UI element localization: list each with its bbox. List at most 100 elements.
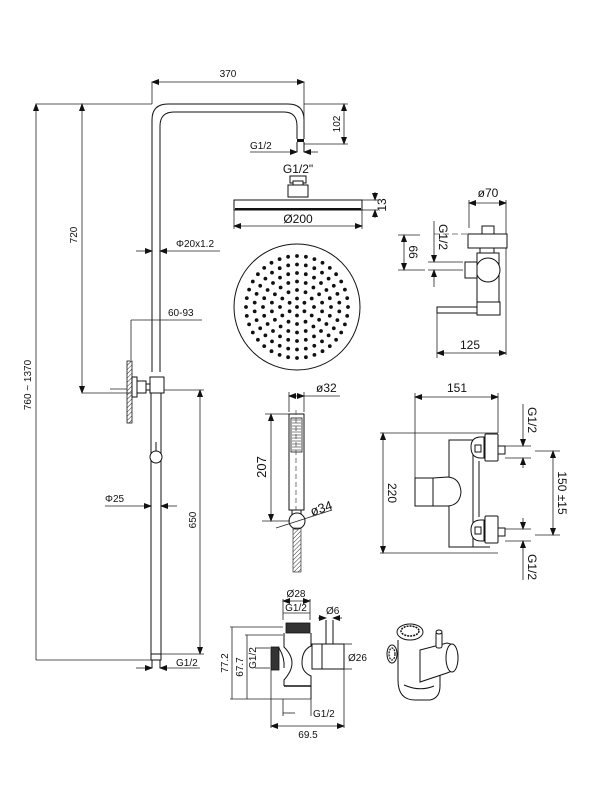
- nozzle: [334, 337, 338, 342]
- nozzle: [319, 329, 323, 333]
- bottom-thread-label: G1/2: [176, 658, 198, 669]
- nozzle: [273, 317, 277, 322]
- nozzle: [326, 276, 331, 281]
- nozzle: [278, 334, 282, 339]
- nozzle: [271, 281, 275, 285]
- nozzle: [280, 296, 285, 301]
- nozzle: [278, 285, 283, 290]
- left-thread-nut: [270, 646, 280, 671]
- dim-bracket-height: 720: [69, 226, 80, 243]
- nozzle: [252, 300, 257, 305]
- nozzle: [286, 346, 291, 351]
- nozzle: [331, 283, 336, 288]
- tube-spec-label: Φ20x1.2: [176, 239, 214, 250]
- nozzle: [337, 300, 342, 305]
- head-connector: [287, 184, 309, 198]
- nozzle: [277, 257, 282, 261]
- nozzle: [320, 309, 324, 314]
- arm-thread-label: G1/2: [250, 141, 272, 152]
- nozzle: [312, 275, 316, 280]
- nozzle: [261, 305, 265, 309]
- nozzle: [295, 254, 299, 258]
- nozzle: [256, 272, 260, 277]
- nozzle: [331, 326, 336, 331]
- nozzle: [303, 290, 308, 295]
- diverter-height: 66: [406, 245, 420, 259]
- nozzle: [262, 296, 267, 301]
- nozzle: [335, 292, 340, 296]
- connector-perspective: [386, 623, 459, 701]
- diverter-knob: [475, 257, 501, 283]
- nozzle: [295, 330, 299, 335]
- nozzle: [343, 322, 347, 327]
- nozzle: [320, 260, 325, 265]
- nozzle: [311, 324, 316, 329]
- nozzle: [312, 257, 317, 261]
- nozzle: [303, 272, 308, 277]
- dim-arm-drop: 102: [332, 115, 343, 132]
- nozzle: [262, 266, 267, 270]
- hand-shower-diameter: ø32: [316, 381, 337, 395]
- nozzle: [286, 281, 291, 285]
- dim-lower-height: 650: [188, 511, 199, 528]
- nozzle: [265, 288, 270, 292]
- nozzle: [286, 254, 290, 259]
- nozzle: [327, 344, 332, 348]
- nozzle: [295, 271, 299, 275]
- nozzle: [244, 296, 249, 300]
- hand-shower: ø32 207 ø34: [254, 381, 340, 573]
- nozzle: [312, 334, 316, 339]
- nozzle: [295, 296, 299, 301]
- nozzle: [345, 314, 350, 318]
- thermostatic-mixer: 151 220 G1/2 G1/2: [380, 381, 569, 580]
- nozzle: [278, 305, 282, 309]
- nozzle: [324, 288, 329, 292]
- nozzle: [329, 305, 333, 309]
- nozzle: [345, 296, 350, 300]
- nozzle: [270, 300, 274, 305]
- bottom-inlet-flange: [484, 515, 499, 544]
- nozzle: [295, 313, 299, 318]
- dim-total-height: 760 ~ 1370: [23, 359, 34, 410]
- nozzle: [295, 339, 299, 343]
- nozzle: [263, 276, 268, 281]
- nozzle: [244, 314, 249, 318]
- nozzle: [303, 319, 308, 324]
- nozzle: [262, 313, 267, 318]
- connector-pin-dia: Ø6: [326, 606, 340, 617]
- nozzle: [295, 356, 299, 360]
- nozzle: [303, 281, 308, 285]
- nozzle: [270, 339, 274, 344]
- riser-arm-inner: [159, 111, 298, 372]
- nozzle: [286, 319, 291, 324]
- hand-shower-base-diameter: ø34: [308, 498, 334, 519]
- nozzle: [270, 270, 274, 275]
- nozzle: [319, 281, 323, 285]
- nozzle: [337, 309, 342, 314]
- nozzle: [304, 254, 308, 259]
- nozzle: [309, 296, 314, 301]
- nozzle: [302, 300, 307, 305]
- diverter-diameter: ø70: [478, 186, 499, 200]
- nozzle: [286, 263, 291, 268]
- nozzle: [286, 272, 291, 277]
- connector-height-inner: 67.7: [235, 657, 246, 677]
- nozzle: [247, 287, 252, 292]
- nozzle: [277, 266, 282, 271]
- shower-column: 370 102 G1/2 760 ~ 1370 720 Φ20x1.2 60-9…: [23, 69, 348, 671]
- nozzle: [262, 344, 267, 348]
- nozzle: [269, 349, 274, 354]
- nozzle: [303, 337, 308, 342]
- slider-knob: [149, 450, 163, 464]
- nozzle: [252, 309, 257, 314]
- nozzle: [277, 353, 282, 357]
- nozzle: [287, 309, 292, 314]
- lower-tube-dia-label: Φ25: [105, 494, 125, 505]
- nozzle: [258, 283, 263, 288]
- diverter-side-view: ø70 G1/2 66 125: [398, 186, 508, 358]
- connector-bottom-thread: G1/2: [313, 709, 335, 720]
- arm-nut: [297, 139, 304, 142]
- nozzle: [244, 305, 248, 309]
- dim-width: 370: [220, 69, 237, 80]
- nozzle: [270, 309, 274, 314]
